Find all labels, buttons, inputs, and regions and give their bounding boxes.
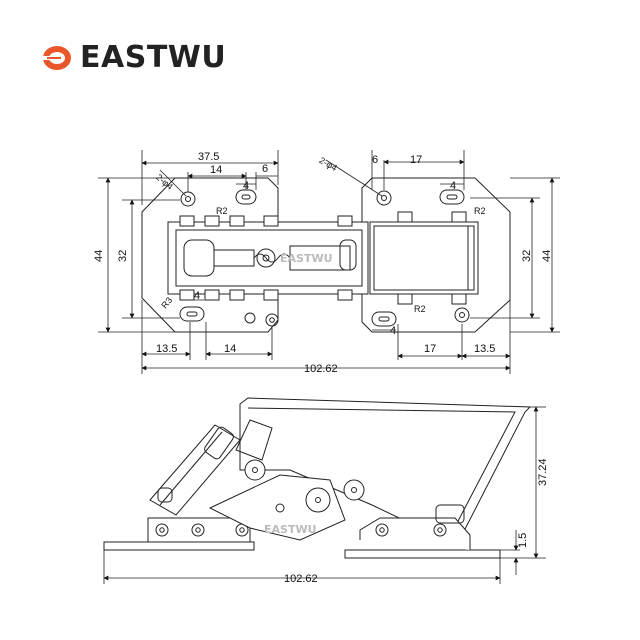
left-plate-hole-top	[180, 191, 196, 207]
eastwu-logo-icon	[43, 45, 71, 70]
dim-right-radius-top: R2	[474, 206, 486, 216]
dim-right-radius-bottom: R2	[414, 304, 426, 314]
left-plate-slot-bottom	[179, 306, 205, 322]
dim-left-offset-top: 6	[262, 163, 268, 175]
hinge-cup-block	[369, 221, 479, 295]
dim-right-height-inner: 32	[521, 250, 533, 262]
dim-left-height-outer: 44	[93, 250, 105, 262]
side-left-base-plate	[103, 541, 255, 551]
side-view	[103, 397, 532, 559]
dim-left-edge-bottom: 13.5	[156, 343, 177, 355]
side-right-base-plate	[344, 549, 501, 559]
dim-left-spacing-bottom: 14	[224, 343, 236, 355]
rivets-top	[179, 211, 467, 227]
dim-right-hole-spec: 2-φ4	[318, 155, 339, 173]
left-plate-hole-bottom	[265, 313, 279, 327]
dim-right-height-outer: 44	[541, 250, 553, 262]
top-view-dimensions	[98, 150, 560, 374]
dim-left-width: 37.5	[198, 151, 219, 163]
side-view-dimensions	[103, 406, 546, 584]
side-view-labels: 37.24 1.5 102.62	[284, 458, 549, 585]
watermark-top: EASTWU	[280, 252, 333, 265]
right-plate-slot-bottom	[371, 311, 397, 327]
dim-right-slot-top: 4	[450, 180, 456, 192]
right-plate-hole-bottom	[454, 307, 470, 323]
dim-right-slot-bottom: 4	[390, 325, 396, 337]
left-plate-slot-top	[235, 189, 257, 205]
brand-name: EASTWU	[80, 40, 227, 75]
dim-left-radius-bottom: R3	[159, 295, 174, 310]
left-mounting-plate	[141, 177, 279, 333]
dim-left-radius-top: R2	[216, 206, 228, 216]
dim-right-spacing-bottom: 17	[424, 343, 436, 355]
watermark-side: EASTWU	[264, 523, 317, 536]
right-plate-hole-top	[376, 190, 392, 206]
hinge-arm-body	[167, 221, 369, 295]
top-view-labels: 37.5 14 6 4 2-φ4 R2 44 32 R3 4 13.5 14 2…	[93, 151, 553, 375]
dim-side-overall-length: 102.62	[284, 573, 318, 585]
dim-left-slot-top: 4	[243, 180, 249, 192]
dim-side-plate-thickness: 1.5	[517, 533, 529, 548]
dim-left-spacing-top: 14	[210, 164, 222, 176]
dim-left-slot-bottom: 4	[194, 290, 200, 302]
dim-right-spacing-top: 17	[410, 154, 422, 166]
right-plate-slot-top	[439, 189, 465, 205]
dim-left-height-inner: 32	[117, 250, 129, 262]
dim-top-overall-length: 102.62	[304, 363, 338, 375]
dim-right-edge-bottom: 13.5	[474, 343, 495, 355]
brand-header: EASTWU	[40, 40, 226, 75]
dim-right-offset-top: 6	[372, 154, 378, 166]
dim-side-height: 37.24	[537, 458, 549, 486]
top-view	[141, 177, 511, 333]
